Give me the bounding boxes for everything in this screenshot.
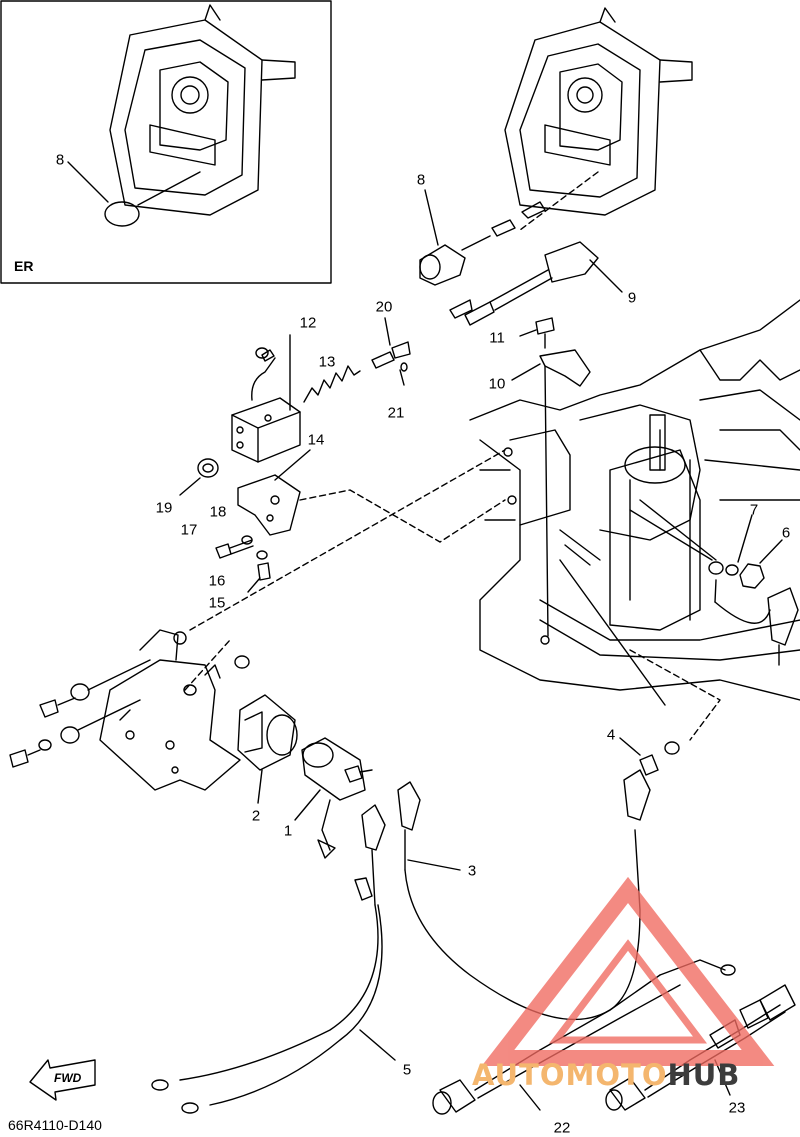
clip-part-21 [399, 362, 408, 386]
callout-21: 21 [387, 404, 405, 422]
callout-9: 9 [627, 289, 637, 307]
callout-15: 15 [208, 594, 226, 612]
watermark-triangle [481, 876, 775, 1066]
engine-block [469, 299, 800, 701]
fwd-arrow [29, 1059, 96, 1101]
bracket-part-14 [237, 449, 311, 536]
bolt-left-2 [9, 749, 29, 768]
solenoid-part-1 [294, 737, 373, 859]
fwd-label: FWD [54, 1071, 82, 1085]
callout-2: 2 [251, 807, 261, 825]
boot-connector [767, 587, 799, 646]
er-inset-box [0, 0, 332, 284]
collar-left-2 [60, 726, 80, 744]
relay-part-12 [231, 334, 301, 463]
callout-16: 16 [208, 572, 226, 590]
callout-20: 20 [375, 298, 393, 316]
terminal-part-4 [619, 737, 680, 776]
callout-17: 17 [180, 521, 198, 539]
sensor-part-9 [449, 241, 623, 326]
inset-label: ER [14, 258, 34, 274]
cable-part-5 [151, 804, 396, 1114]
watermark-part1: AUTOMOTO [472, 1058, 668, 1092]
callout-5: 5 [402, 1061, 412, 1079]
callout-11: 11 [489, 329, 505, 347]
callout-6: 6 [781, 524, 791, 542]
bolt-part-15 [247, 562, 271, 593]
terminal-ring [708, 561, 724, 575]
collar-left-1 [70, 683, 90, 701]
callout-14: 14 [307, 431, 325, 449]
cable-part-3 [397, 769, 651, 1021]
callout-13: 13 [318, 353, 336, 371]
inset-plug-8 [104, 201, 140, 227]
grommet-part-19 [179, 458, 219, 496]
callout-12: 12 [299, 314, 317, 332]
callout-7: 7 [749, 501, 759, 519]
switch-part-8 [419, 189, 546, 286]
callout-8-inset: 8 [55, 151, 65, 169]
washer-part-7 [725, 564, 739, 576]
callout-4: 4 [606, 726, 616, 744]
bolt-part-17 [215, 539, 254, 559]
callout-3: 3 [467, 862, 477, 880]
callout-22: 22 [553, 1119, 571, 1137]
callout-23: 23 [728, 1099, 746, 1117]
callout-1: 1 [283, 822, 293, 840]
nut-part-6 [739, 563, 765, 589]
callout-18: 18 [209, 503, 227, 521]
callout-19: 19 [155, 499, 173, 517]
diagram-code: 66R4110-D140 [8, 1117, 102, 1133]
washer-part-16 [256, 550, 268, 560]
clamp-part-10 [511, 349, 591, 637]
main-bracket [504, 7, 693, 216]
mount-plate [99, 629, 241, 791]
terminal-part-20 [371, 317, 411, 369]
rectifier-part-2 [237, 694, 298, 804]
watermark-text: AUTOMOTOHUB [472, 1058, 740, 1092]
callout-8: 8 [416, 171, 426, 189]
watermark-part2: HUB [667, 1058, 741, 1092]
washer-part-18 [241, 535, 253, 545]
inset-bracket [109, 4, 296, 216]
washer-left [234, 655, 250, 669]
washer-left-2 [38, 739, 52, 751]
callout-10: 10 [488, 375, 506, 393]
spring-part-13 [303, 365, 361, 403]
bolt-left-1 [39, 699, 59, 718]
bolt-part-11 [519, 317, 555, 349]
